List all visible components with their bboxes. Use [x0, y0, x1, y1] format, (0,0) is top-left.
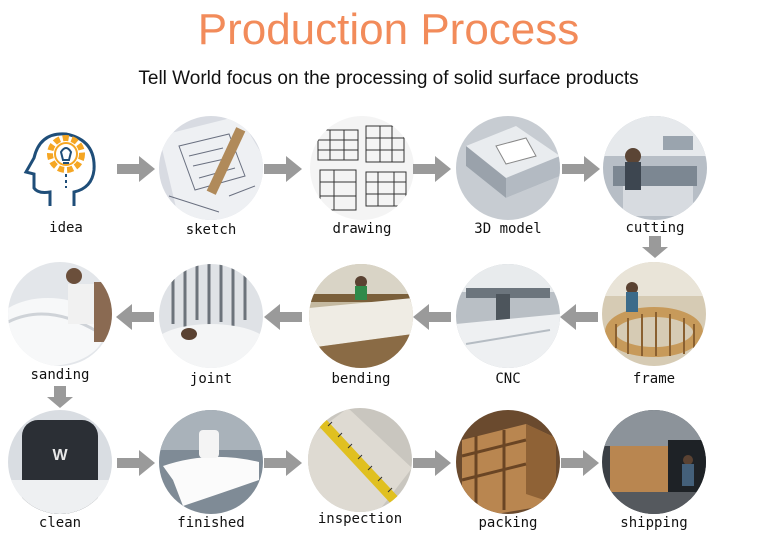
arrow-right-icon — [561, 450, 599, 476]
inspection-photo — [308, 408, 412, 512]
arrow-left-icon — [413, 304, 451, 330]
arrow-down-icon — [47, 386, 73, 408]
step-finished: finished — [159, 410, 263, 540]
step-label: shipping — [584, 514, 724, 532]
step-label: finished — [141, 514, 281, 532]
arrow-right-icon — [413, 156, 451, 182]
page-title: Production Process — [0, 2, 777, 58]
step-clean: W clean — [8, 410, 112, 540]
step-idea: idea — [14, 116, 118, 246]
finished-photo — [159, 410, 263, 514]
step-label: bending — [291, 370, 431, 388]
arrow-left-icon — [264, 304, 302, 330]
step-drawing: drawing — [310, 116, 414, 246]
bending-photo — [309, 264, 413, 368]
step-label: 3D model — [438, 220, 578, 238]
clean-photo: W — [8, 410, 112, 514]
step-joint: joint — [159, 264, 263, 394]
step-label: idea — [0, 219, 136, 237]
step-label: drawing — [292, 220, 432, 238]
step-label: joint — [141, 370, 281, 388]
svg-text:W: W — [52, 447, 68, 464]
step-bending: bending — [309, 264, 413, 394]
idea-icon — [14, 116, 118, 220]
cnc-photo — [456, 264, 560, 368]
arrow-right-icon — [562, 156, 600, 182]
step-label: CNC — [438, 370, 578, 388]
step-frame: frame — [602, 262, 706, 392]
arrow-right-icon — [117, 156, 155, 182]
step-label: sanding — [0, 366, 130, 384]
3d-model-photo — [456, 116, 560, 220]
arrow-left-icon — [116, 304, 154, 330]
arrow-right-icon — [264, 450, 302, 476]
arrow-right-icon — [264, 156, 302, 182]
shipping-photo — [602, 410, 706, 514]
sketch-photo — [159, 116, 263, 220]
step-sketch: sketch — [159, 116, 263, 246]
step-label: cutting — [585, 219, 725, 237]
step-cnc: CNC — [456, 264, 560, 394]
step-packing: packing — [456, 410, 560, 540]
step-3d-model: 3D model — [456, 116, 560, 246]
step-cutting: cutting — [603, 116, 707, 246]
step-label: frame — [584, 370, 724, 388]
arrow-right-icon — [413, 450, 451, 476]
frame-photo — [602, 262, 706, 366]
step-inspection: inspection — [308, 408, 412, 538]
arrow-right-icon — [117, 450, 155, 476]
step-label: clean — [0, 514, 130, 532]
arrow-down-icon — [642, 236, 668, 258]
step-shipping: shipping — [602, 410, 706, 540]
arrow-left-icon — [560, 304, 598, 330]
step-sanding: sanding — [8, 262, 112, 392]
step-label: packing — [438, 514, 578, 532]
page-subtitle: Tell World focus on the processing of so… — [0, 66, 777, 92]
packing-photo — [456, 410, 560, 514]
drawing-photo — [310, 116, 414, 220]
joint-photo — [159, 264, 263, 368]
step-label: sketch — [141, 221, 281, 239]
cutting-photo — [603, 116, 707, 220]
step-label: inspection — [290, 510, 430, 528]
sanding-photo — [8, 262, 112, 366]
